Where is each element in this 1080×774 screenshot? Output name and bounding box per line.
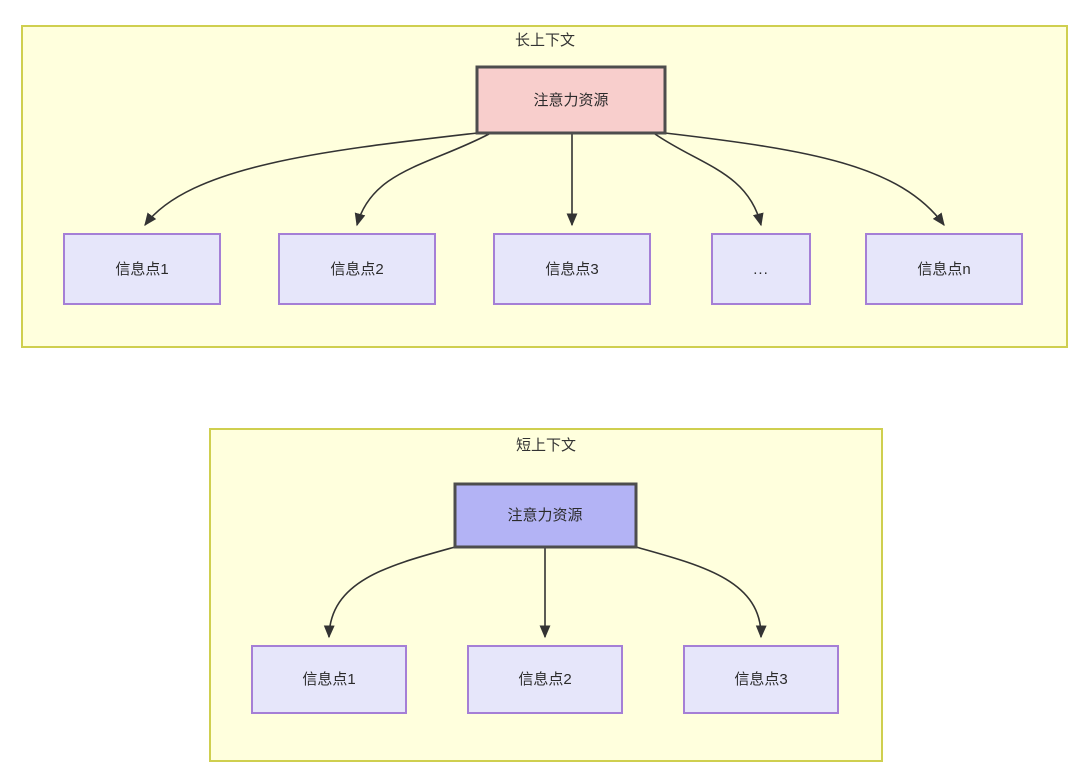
info-point-3-label-short: 信息点3 xyxy=(734,671,787,688)
attention-resource-label-short: 注意力资源 xyxy=(507,506,582,524)
edge-root-to-info-ellipsis xyxy=(654,133,764,227)
info-point-1-label-long: 信息点1 xyxy=(115,261,168,278)
info-node-n-long[interactable]: 信息点n xyxy=(865,233,1023,305)
info-point-1-label-short: 信息点1 xyxy=(302,671,355,688)
panel-short-context: 短上下文 注意力资源 信息点1 信息点2 信息点3 xyxy=(209,428,883,762)
edge-root-to-info-1 xyxy=(144,132,478,227)
info-node-ellipsis-long[interactable]: ... xyxy=(711,233,811,305)
info-node-1-short[interactable]: 信息点1 xyxy=(251,645,407,714)
short-context-title: 短上下文 xyxy=(516,437,576,454)
info-node-2-long[interactable]: 信息点2 xyxy=(278,233,436,305)
attention-resource-box-long[interactable] xyxy=(475,65,667,135)
edge-root-to-info-n xyxy=(664,132,945,227)
info-node-1-long[interactable]: 信息点1 xyxy=(63,233,221,305)
info-node-3-short[interactable]: 信息点3 xyxy=(683,645,839,714)
short-context-edges xyxy=(323,546,767,639)
info-node-2-short[interactable]: 信息点2 xyxy=(467,645,623,714)
info-node-3-long[interactable]: 信息点3 xyxy=(493,233,651,305)
edge-root-to-info-2 xyxy=(354,133,490,227)
short-context-root-node[interactable]: 注意力资源 xyxy=(453,482,638,549)
long-context-edges xyxy=(144,132,945,227)
panel-long-context: 长上下文 注意力资源 信息点1 信息点2 xyxy=(21,25,1068,348)
info-point-1-box-short[interactable] xyxy=(251,645,407,714)
long-context-title: 长上下文 xyxy=(515,32,575,49)
info-point-2-label-long: 信息点2 xyxy=(330,261,383,278)
info-point-3-box-long[interactable] xyxy=(493,233,651,305)
info-point-1-box-long[interactable] xyxy=(63,233,221,305)
attention-resource-label-long: 注意力资源 xyxy=(533,91,608,109)
info-point-3-box-short[interactable] xyxy=(683,645,839,714)
info-point-n-label-long: 信息点n xyxy=(917,261,970,278)
long-context-root-node[interactable]: 注意力资源 xyxy=(475,65,667,135)
info-point-2-box-long[interactable] xyxy=(278,233,436,305)
info-point-ellipsis-box-long[interactable] xyxy=(711,233,811,305)
info-point-2-box-short[interactable] xyxy=(467,645,623,714)
attention-resource-box-short[interactable] xyxy=(453,482,638,549)
edge-root-to-info-3-short xyxy=(635,546,767,639)
info-point-n-box-long[interactable] xyxy=(865,233,1023,305)
info-point-3-label-long: 信息点3 xyxy=(545,261,598,278)
edge-root-to-info-1-short xyxy=(323,546,456,639)
info-point-ellipsis-label-long: ... xyxy=(753,261,769,278)
info-point-2-label-short: 信息点2 xyxy=(518,671,571,688)
